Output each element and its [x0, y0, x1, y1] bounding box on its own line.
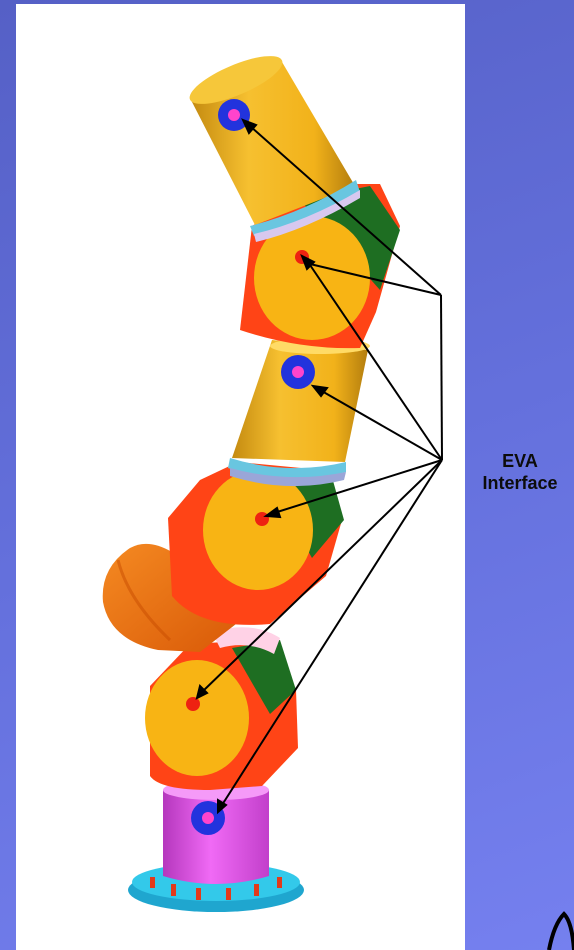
eva-interface-label-line1: EVA	[468, 451, 572, 472]
eva-interface-marker-icon	[255, 512, 269, 526]
callout-line	[441, 295, 442, 460]
eva-interface-marker-icon	[186, 697, 200, 711]
logo-fragment-icon	[549, 914, 574, 950]
eva-interface-marker-icon	[281, 355, 315, 389]
joint-middle	[168, 462, 344, 625]
joint-lower	[145, 627, 298, 790]
eva-interface-label-line2: Interface	[468, 473, 572, 494]
